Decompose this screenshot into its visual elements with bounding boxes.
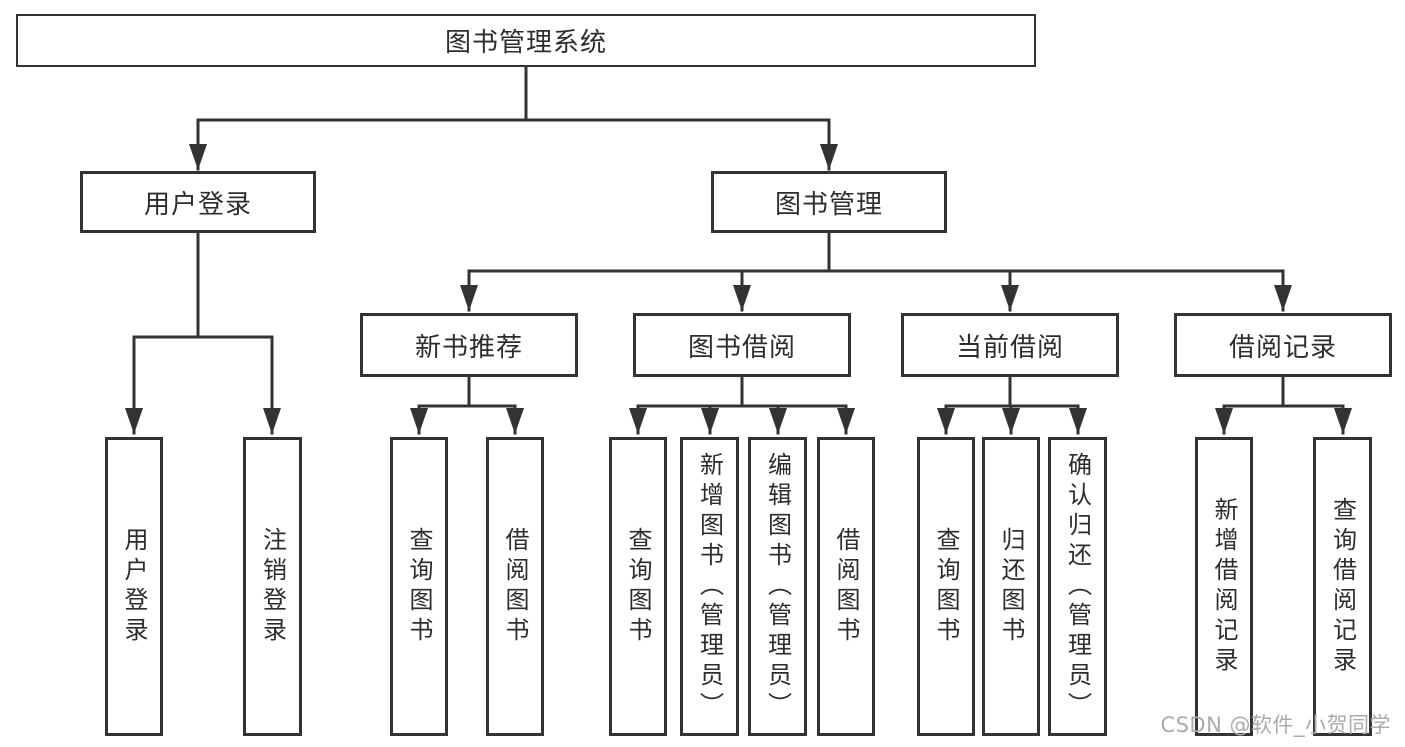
node-user-login: 用户登录	[80, 171, 316, 233]
leaf-query-borrow-record: 查询借阅记录	[1313, 437, 1372, 736]
leaf-label: 编辑图书（管理员）	[763, 451, 792, 722]
leaf-label: 用户登录	[120, 526, 148, 647]
node-borrow-records: 借阅记录	[1174, 313, 1392, 377]
leaf-label: 新增图书（管理员）	[695, 451, 724, 722]
leaf-edit-book-admin: 编辑图书（管理员）	[748, 437, 807, 736]
leaf-add-borrow-record: 新增借阅记录	[1195, 437, 1253, 736]
leaf-label: 注销登录	[258, 526, 287, 647]
leaf-borrow-books-recommend: 借阅图书	[486, 437, 544, 736]
node-book-borrow: 图书借阅	[633, 313, 851, 377]
leaf-label: 借阅图书	[832, 526, 860, 647]
leaf-label: 借阅图书	[501, 526, 529, 647]
leaf-query-books-recommend: 查询图书	[390, 437, 448, 736]
leaf-borrow-books: 借阅图书	[817, 437, 875, 736]
leaf-label: 查询借阅记录	[1328, 496, 1357, 677]
leaf-query-books-current: 查询图书	[917, 437, 975, 736]
leaf-confirm-return-admin: 确认归还（管理员）	[1048, 437, 1107, 736]
node-new-book-recommend: 新书推荐	[360, 313, 578, 377]
leaf-label: 查询图书	[405, 526, 433, 647]
leaf-logout: 注销登录	[243, 437, 302, 736]
leaf-query-books-borrow: 查询图书	[609, 437, 667, 736]
leaf-label: 查询图书	[624, 526, 652, 647]
leaf-add-book-admin: 新增图书（管理员）	[680, 437, 739, 736]
leaf-user-login: 用户登录	[105, 437, 163, 736]
node-root-system: 图书管理系统	[16, 14, 1036, 67]
node-current-borrow: 当前借阅	[901, 313, 1119, 377]
leaf-label: 新增借阅记录	[1210, 496, 1238, 677]
csdn-watermark: CSDN @软件_小贺同学	[1160, 713, 1391, 737]
leaf-return-books: 归还图书	[982, 437, 1040, 736]
leaf-label: 确认归还（管理员）	[1063, 451, 1092, 722]
leaf-label: 查询图书	[932, 526, 960, 647]
leaf-label: 归还图书	[997, 526, 1025, 647]
node-book-management: 图书管理	[711, 171, 947, 233]
